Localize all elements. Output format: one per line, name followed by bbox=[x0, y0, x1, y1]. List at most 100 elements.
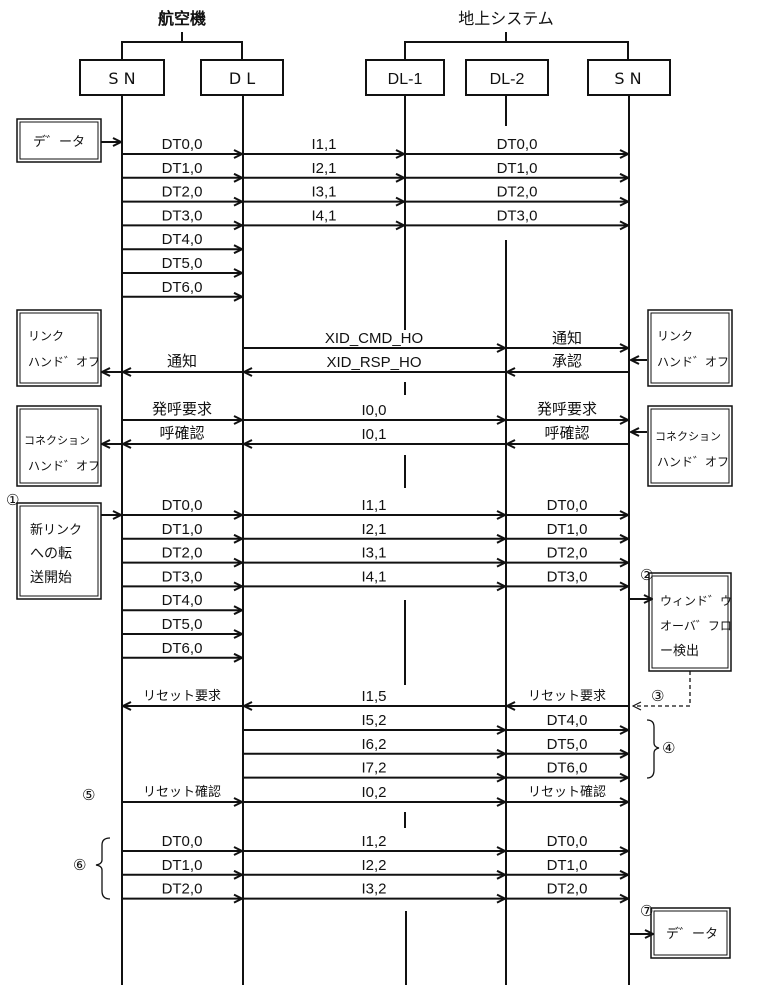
data-source-box: デ゛ータ bbox=[16, 118, 102, 163]
svg-text:D L: D L bbox=[229, 69, 255, 88]
call-req-air-label: 発呼要求 bbox=[152, 400, 212, 418]
call-conf-air-label: 呼確認 bbox=[159, 424, 204, 442]
message-label: DT3,0 bbox=[162, 568, 203, 585]
svg-text:DL-2: DL-2 bbox=[490, 71, 525, 88]
svg-text:ハンド゛オフ: ハンド゛オフ bbox=[28, 459, 100, 473]
notify-air-label: 通知 bbox=[167, 352, 197, 370]
i15-label: I1,5 bbox=[361, 688, 386, 705]
notify-gnd-label: 通知 bbox=[552, 329, 582, 347]
brace-4 bbox=[646, 719, 660, 779]
message-label: I3,1 bbox=[361, 545, 386, 562]
svg-text:ハンド゛オフ: ハンド゛オフ bbox=[28, 355, 100, 369]
message-label: I1,1 bbox=[361, 497, 386, 514]
xid-cmd-label: XID_CMD_HO bbox=[325, 330, 423, 347]
reset-req-air-label: リセット要求 bbox=[143, 689, 221, 704]
message-label: DT5,0 bbox=[547, 736, 588, 753]
group-label-aircraft: 航空機 bbox=[158, 9, 206, 28]
message-label: DT4,0 bbox=[162, 231, 203, 248]
marker-1: ① bbox=[6, 491, 19, 509]
reset-req-gnd-label: リセット要求 bbox=[528, 689, 606, 704]
marker-3: ③ bbox=[651, 687, 664, 705]
message-label: I3,2 bbox=[361, 881, 386, 898]
message-label: DT0,0 bbox=[497, 136, 538, 153]
message-label: I1,1 bbox=[311, 136, 336, 153]
message-label: I2,1 bbox=[361, 521, 386, 538]
message-label: DT4,0 bbox=[162, 592, 203, 609]
i00-label: I0,0 bbox=[361, 402, 386, 419]
group-bracket-ground bbox=[404, 32, 629, 60]
reset-conf-gnd-label: リセット確認 bbox=[528, 784, 606, 800]
message-label: I6,2 bbox=[361, 736, 386, 753]
message-label: DT1,0 bbox=[497, 160, 538, 177]
marker-5: ⑤ bbox=[82, 786, 95, 804]
lifeline-header-dl-air: D L bbox=[200, 59, 284, 96]
reset-trigger-dashed-arrow bbox=[633, 671, 691, 706]
message-label: DT2,0 bbox=[497, 184, 538, 201]
message-label: DT2,0 bbox=[547, 881, 588, 898]
message-label: DT0,0 bbox=[162, 497, 203, 514]
message-label: DT0,0 bbox=[162, 833, 203, 850]
message-label: DT5,0 bbox=[162, 255, 203, 272]
svg-text:デ゛ータ: デ゛ータ bbox=[33, 134, 85, 150]
marker-7: ⑦ bbox=[640, 902, 653, 920]
svg-text:リンク: リンク bbox=[657, 329, 693, 343]
message-label: DT3,0 bbox=[497, 207, 538, 224]
svg-text:リンク: リンク bbox=[28, 329, 64, 343]
message-label: DT1,0 bbox=[162, 857, 203, 874]
window-overflow-box: ウィンド゛ウ オーバ゛フロ ー検出 bbox=[648, 572, 732, 672]
svg-text:ハンド゛オフ: ハンド゛オフ bbox=[657, 355, 729, 369]
link-handoff-air-box: リンク ハンド゛オフ bbox=[16, 309, 102, 387]
message-label: DT2,0 bbox=[162, 881, 203, 898]
svg-text:ー検出: ー検出 bbox=[660, 644, 699, 659]
message-label: DT1,0 bbox=[162, 160, 203, 177]
svg-text:DL-1: DL-1 bbox=[388, 71, 423, 88]
svg-text:S N: S N bbox=[108, 69, 135, 88]
message-label: DT0,0 bbox=[162, 136, 203, 153]
call-req-gnd-label: 発呼要求 bbox=[537, 400, 597, 418]
link-handoff-gnd-box: リンク ハンド゛オフ bbox=[647, 309, 733, 387]
message-label: DT3,0 bbox=[547, 568, 588, 585]
message-label: DT6,0 bbox=[162, 279, 203, 296]
i02-label: I0,2 bbox=[361, 784, 386, 801]
group-bracket-aircraft bbox=[121, 32, 243, 60]
lifeline-header-dl1: DL-1 bbox=[365, 59, 445, 96]
svg-text:コネクション: コネクション bbox=[655, 430, 721, 443]
lifeline-header-dl2: DL-2 bbox=[465, 59, 549, 96]
lifeline-header-sn-air: S N bbox=[79, 59, 165, 96]
message-label: DT1,0 bbox=[162, 521, 203, 538]
svg-text:デ゛ータ: デ゛ータ bbox=[666, 926, 718, 942]
message-label: DT5,0 bbox=[162, 616, 203, 633]
message-label: DT0,0 bbox=[547, 497, 588, 514]
i01-label: I0,1 bbox=[361, 426, 386, 443]
message-label: DT2,0 bbox=[162, 545, 203, 562]
message-label: DT6,0 bbox=[162, 640, 203, 657]
message-label: I4,1 bbox=[361, 568, 386, 585]
svg-text:送開始: 送開始 bbox=[30, 570, 72, 586]
message-label: I4,1 bbox=[311, 207, 336, 224]
svg-text:ウィンド゛ウ: ウィンド゛ウ bbox=[660, 594, 732, 608]
group-label-ground: 地上システム bbox=[458, 9, 554, 28]
message-label: DT2,0 bbox=[162, 184, 203, 201]
message-label: DT6,0 bbox=[547, 760, 588, 777]
message-label: I2,2 bbox=[361, 857, 386, 874]
message-label: I2,1 bbox=[311, 160, 336, 177]
message-label: DT2,0 bbox=[547, 545, 588, 562]
ack-gnd-label: 承認 bbox=[552, 352, 582, 370]
reset-conf-air-label: リセット確認 bbox=[143, 784, 221, 800]
message-label: DT4,0 bbox=[547, 712, 588, 729]
call-conf-gnd-label: 呼確認 bbox=[544, 424, 589, 442]
marker-4: ④ bbox=[662, 739, 675, 757]
message-label: I1,2 bbox=[361, 833, 386, 850]
connection-handoff-air-box: コネクション ハンド゛オフ bbox=[16, 405, 102, 487]
svg-text:オーバ゛フロ: オーバ゛フロ bbox=[660, 619, 732, 633]
connection-handoff-gnd-box: コネクション ハンド゛オフ bbox=[647, 405, 733, 487]
message-label: DT3,0 bbox=[162, 207, 203, 224]
marker-2: ② bbox=[640, 566, 653, 584]
data-sink-box: デ゛ータ bbox=[650, 907, 731, 959]
marker-6: ⑥ bbox=[73, 856, 86, 874]
message-label: DT1,0 bbox=[547, 857, 588, 874]
svg-text:S N: S N bbox=[614, 69, 641, 88]
svg-text:コネクション: コネクション bbox=[24, 434, 90, 447]
svg-text:新リンク: 新リンク bbox=[30, 522, 82, 538]
lifeline-header-sn-gnd: S N bbox=[587, 59, 671, 96]
